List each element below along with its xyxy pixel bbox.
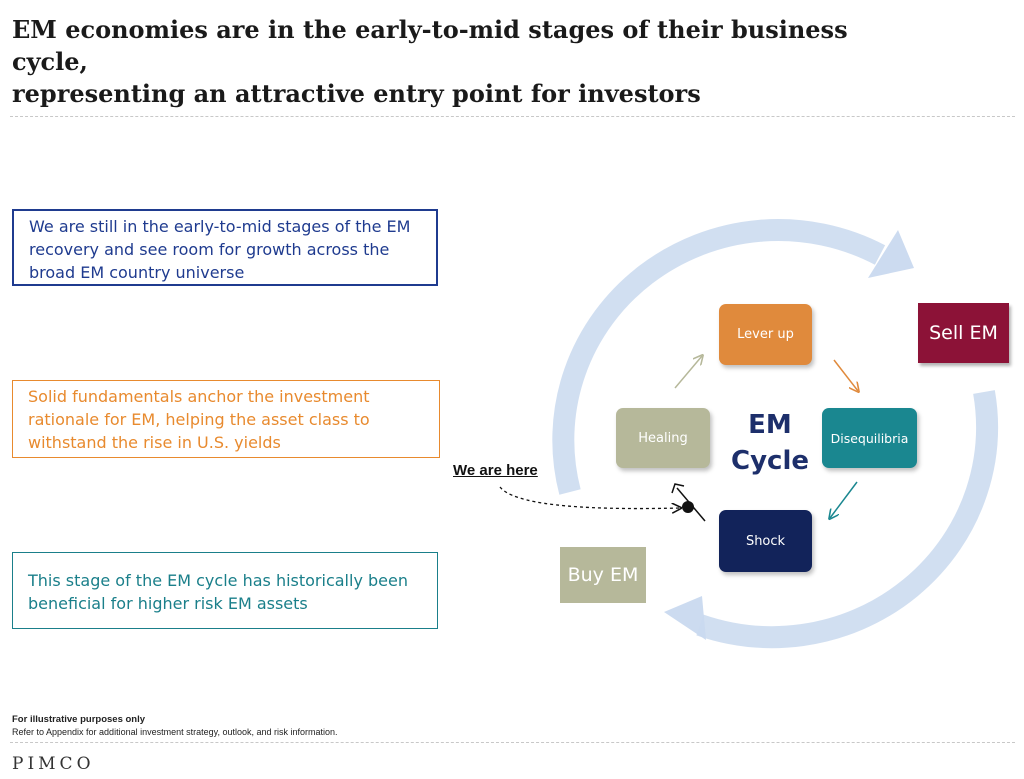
arrow-lever-up-to-disequilibria (833, 359, 858, 391)
note-risk-assets: This stage of the EM cycle has historica… (12, 552, 438, 629)
stage-healing: Healing (616, 408, 710, 468)
cycle-center-label: EM Cycle (720, 407, 820, 479)
arrow-disequilibria-to-shock (830, 481, 858, 518)
title-line-2: representing an attractive entry point f… (12, 79, 701, 108)
outer-cycle-arrowhead-upper (868, 230, 914, 278)
footer-divider (10, 742, 1015, 743)
title-line-1: EM economies are in the early-to-mid sta… (12, 15, 848, 76)
position-dot (682, 501, 694, 513)
outer-cycle-arrowhead-lower (664, 596, 706, 640)
note-early-stage: We are still in the early-to-mid stages … (12, 209, 438, 286)
note-early-stage-text: We are still in the early-to-mid stages … (29, 217, 411, 282)
we-are-here-label: We are here (453, 462, 538, 479)
appendix-note: Refer to Appendix for additional investm… (12, 727, 338, 737)
header-divider (10, 116, 1015, 117)
note-risk-assets-text: This stage of the EM cycle has historica… (28, 571, 408, 613)
outer-cycle-arrow-upper (552, 219, 886, 495)
we-are-here-pointer (499, 486, 680, 509)
page-title: EM economies are in the early-to-mid sta… (12, 14, 912, 110)
position-needle-arrowhead (671, 483, 685, 494)
pimco-logo: PIMCO (12, 754, 95, 774)
outer-cycle-arrow-lower (696, 390, 999, 649)
stage-shock: Shock (719, 510, 812, 572)
cycle-center-line-2: Cycle (731, 446, 809, 476)
sell-em-label: Sell EM (918, 303, 1009, 363)
stage-lever-up: Lever up (719, 304, 812, 365)
buy-em-label: Buy EM (560, 547, 646, 603)
cycle-center-line-1: EM (748, 410, 792, 440)
note-fundamentals-text: Solid fundamentals anchor the investment… (28, 387, 370, 452)
arrow-healing-to-lever-up (674, 356, 702, 389)
illustrative-disclaimer: For illustrative purposes only (12, 714, 146, 725)
note-fundamentals: Solid fundamentals anchor the investment… (12, 380, 440, 458)
stage-disequilibria: Disequilibria (822, 408, 917, 468)
